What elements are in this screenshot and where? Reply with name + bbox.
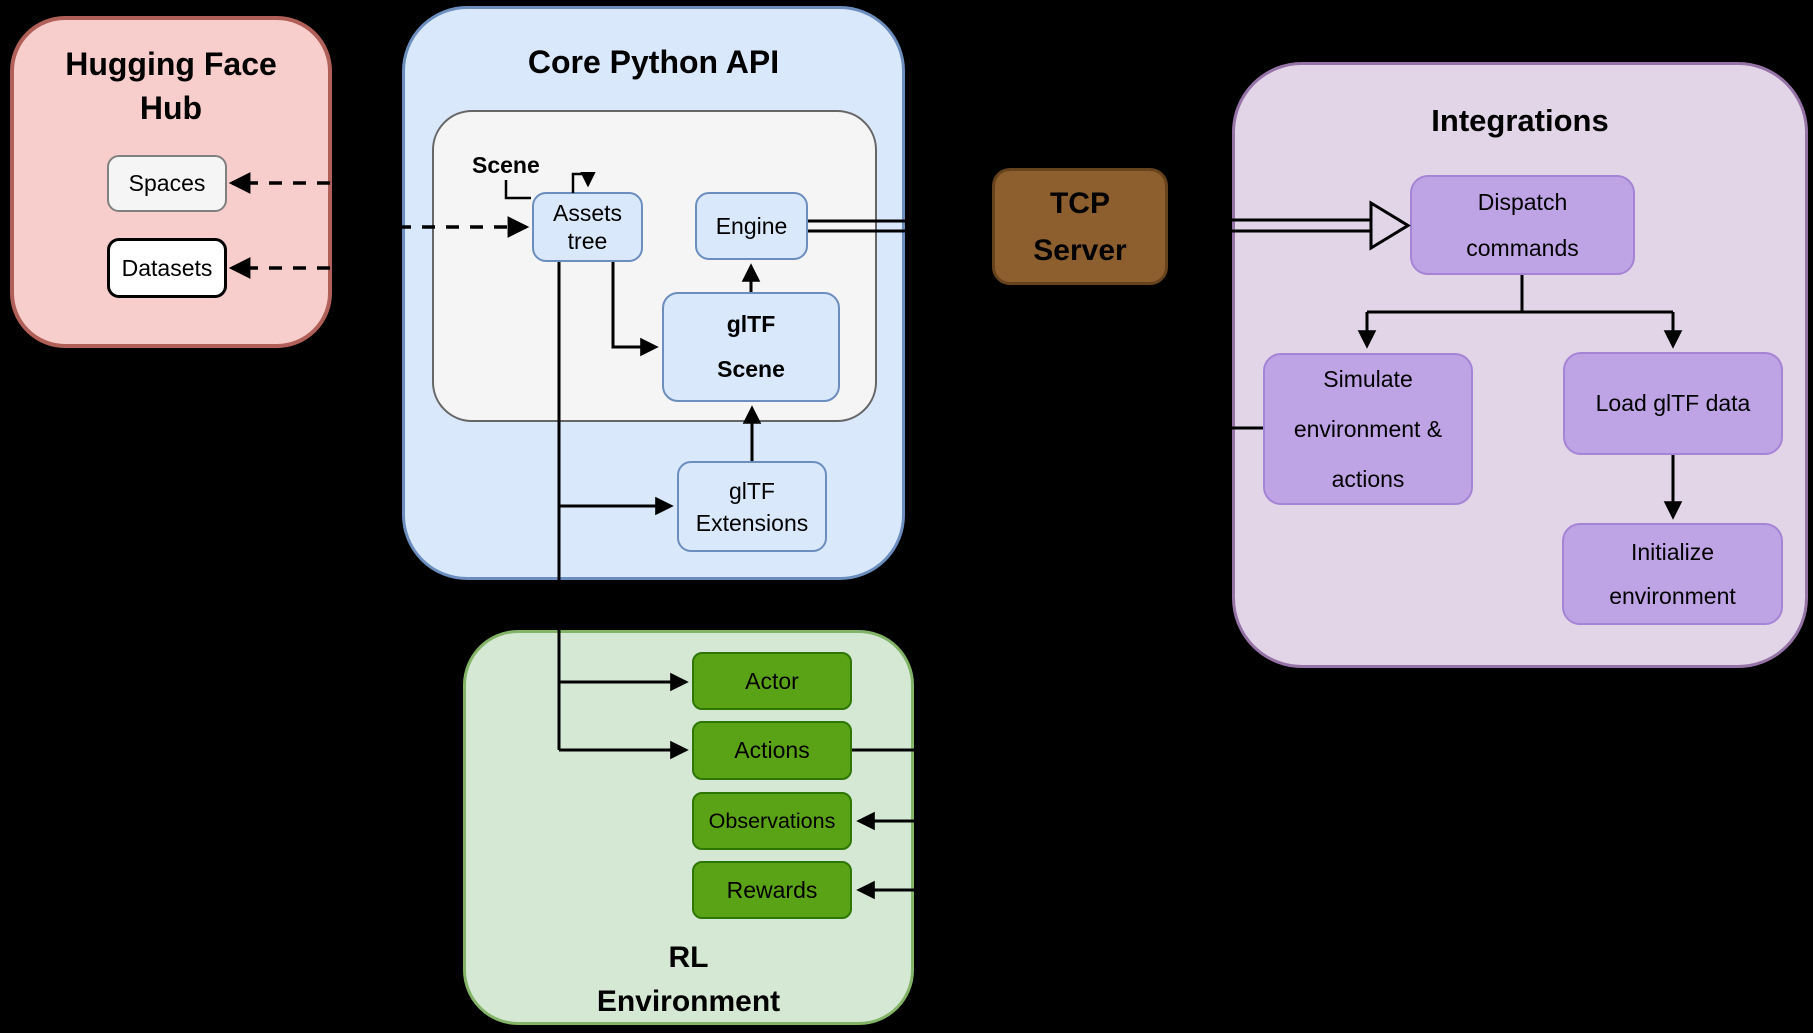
gltf-scene-node: glTF Scene xyxy=(662,292,840,402)
dispatch-commands-node: Dispatch commands xyxy=(1410,175,1635,275)
load-gltf-data-label: Load glTF data xyxy=(1595,390,1751,416)
spaces-label: Spaces xyxy=(128,170,206,196)
rewards-label: Rewards xyxy=(726,876,818,903)
dispatch-commands-label: Dispatch commands xyxy=(1466,189,1579,261)
observations-node: Observations xyxy=(692,792,852,850)
initialize-environment-label: Initialize environment xyxy=(1609,539,1736,609)
spaces-node: Spaces xyxy=(107,155,227,212)
load-gltf-data-node: Load glTF data xyxy=(1563,352,1783,455)
rewards-node: Rewards xyxy=(692,861,852,919)
observations-label: Observations xyxy=(708,808,836,833)
simulate-environment-node: Simulate environment & actions xyxy=(1263,353,1473,505)
integrations-title: Integrations xyxy=(1431,103,1609,138)
engine-label: Engine xyxy=(715,212,788,239)
actor-label: Actor xyxy=(745,667,799,694)
engine-node: Engine xyxy=(695,192,808,260)
hugging-face-hub-title: Hugging Face Hub xyxy=(65,46,277,126)
actions-node: Actions xyxy=(692,721,852,780)
gltf-extensions-node: glTF Extensions xyxy=(677,461,827,552)
tcp-server-label: TCP Server xyxy=(1033,186,1127,267)
assets-tree-node: Assets tree xyxy=(532,192,643,262)
assets-tree-label: Assets tree xyxy=(552,200,623,254)
core-python-api-title: Core Python API xyxy=(527,44,780,80)
initialize-environment-node: Initialize environment xyxy=(1562,523,1783,625)
gltf-scene-label: glTF Scene xyxy=(717,311,785,382)
tcp-server-node: TCP Server xyxy=(992,168,1168,285)
datasets-node: Datasets xyxy=(107,238,227,298)
gltf-extensions-label: glTF Extensions xyxy=(695,477,809,536)
rl-environment-title: RL Environment xyxy=(596,941,781,1018)
simulate-environment-label: Simulate environment & actions xyxy=(1293,366,1443,492)
actions-label: Actions xyxy=(734,737,810,763)
scene-label: Scene xyxy=(472,152,540,178)
datasets-label: Datasets xyxy=(121,254,213,281)
actor-node: Actor xyxy=(692,652,852,710)
